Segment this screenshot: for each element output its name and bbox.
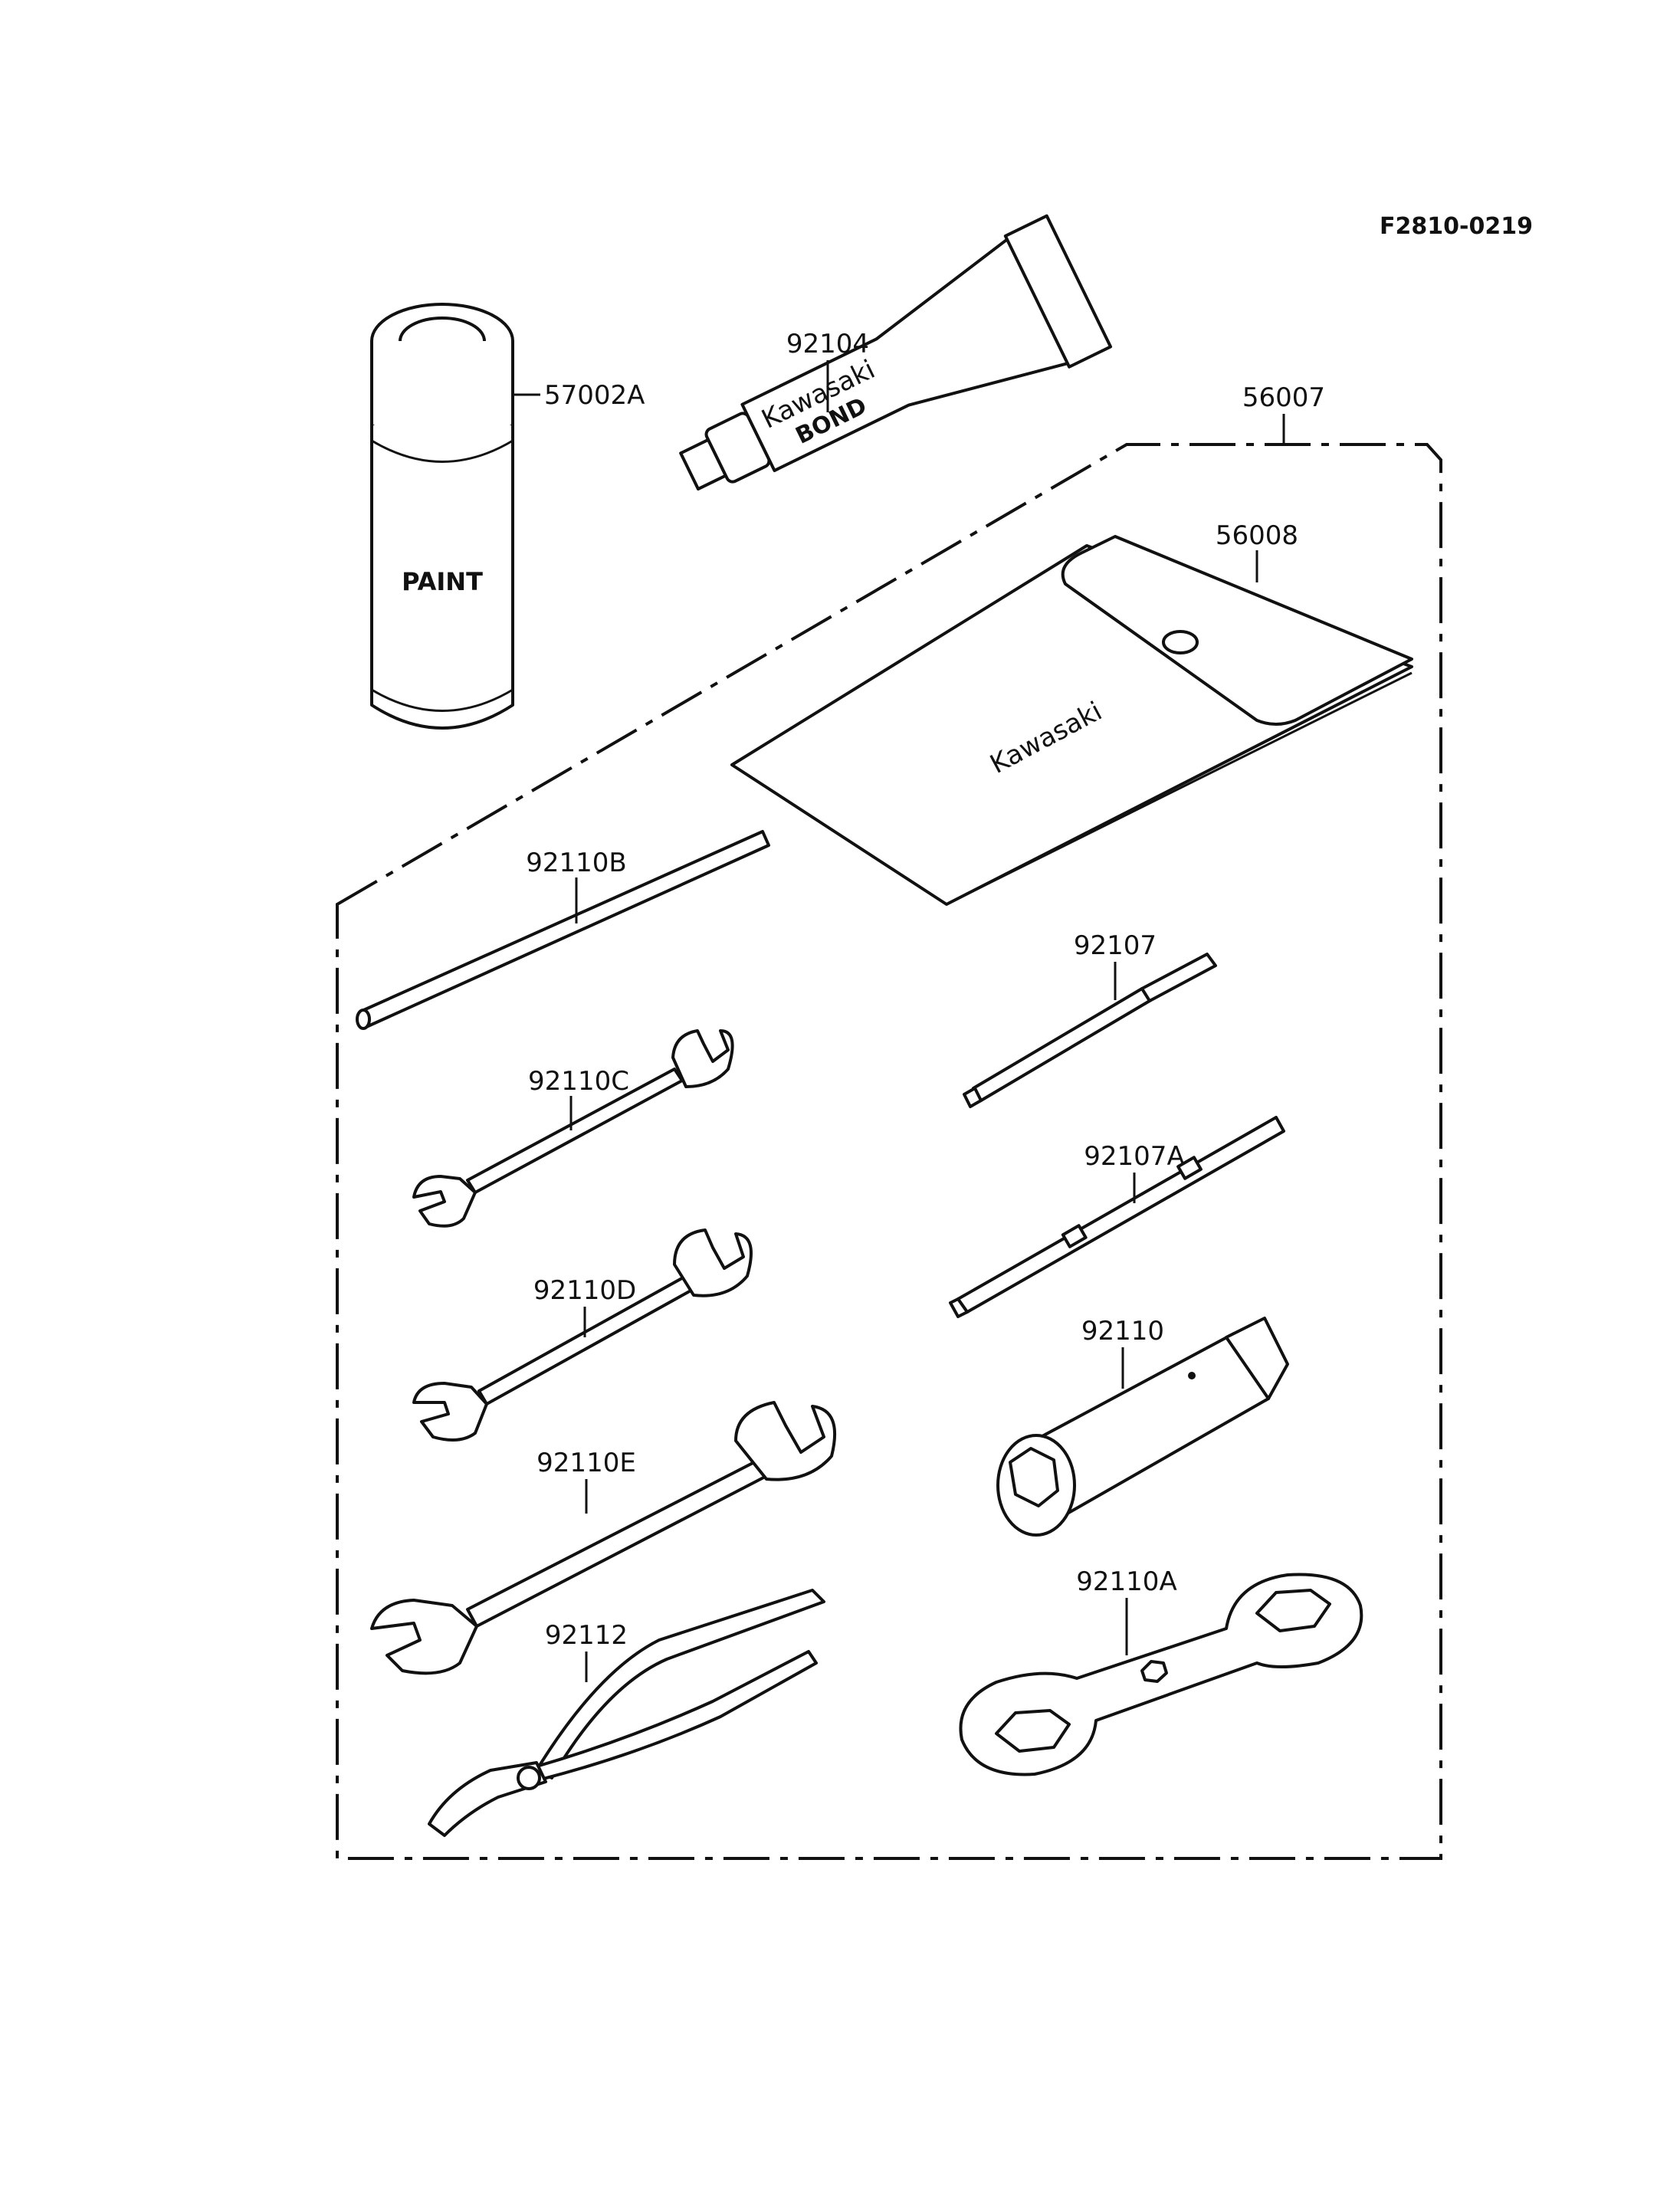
part-label-92110D: 92110D [533, 1275, 636, 1306]
part-label-92110A: 92110A [1076, 1566, 1176, 1597]
part-label-56008: 56008 [1216, 520, 1298, 551]
box-wrench [996, 1317, 1289, 1537]
drawing-reference: F2810-0219 [1380, 213, 1533, 240]
part-label-92107: 92107 [1074, 930, 1157, 961]
part-label-57002A: 57002A [544, 380, 645, 411]
part-label-92112: 92112 [545, 1620, 628, 1651]
part-label-92107A: 92107A [1084, 1141, 1184, 1172]
screwdriver-92107A [949, 1116, 1285, 1318]
paint-can-marking: PAINT [402, 567, 483, 596]
hex-wrench [959, 1573, 1363, 1776]
screwdriver-92107 [963, 953, 1217, 1108]
pliers [428, 1589, 825, 1837]
wrench-92110C [412, 1029, 734, 1228]
part-label-92110: 92110 [1081, 1316, 1164, 1347]
part-label-92110C: 92110C [528, 1066, 629, 1097]
part-label-56007: 56007 [1242, 382, 1325, 413]
bond-tube: Kawasaki BOND [679, 214, 1113, 491]
tool-kit-boundary [336, 443, 1442, 1860]
part-label-92104: 92104 [786, 329, 869, 359]
part-label-92110E: 92110E [536, 1448, 636, 1478]
tool-bag: Kawasaki [730, 535, 1413, 906]
paint-can: PAINT [370, 303, 514, 730]
wrench-92110E [370, 1401, 837, 1675]
part-label-92110B: 92110B [526, 848, 626, 878]
wrench-92110D [412, 1228, 753, 1442]
tommy-bar [356, 830, 770, 1030]
